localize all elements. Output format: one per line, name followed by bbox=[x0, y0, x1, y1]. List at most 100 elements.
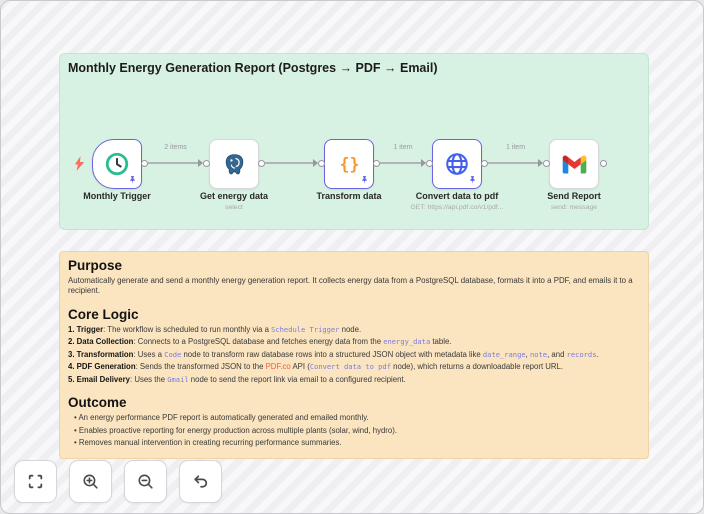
node-subtitle: GET: https://api.pdf.co/v1/pdf... bbox=[410, 204, 504, 211]
edge-connection: 2 items bbox=[141, 144, 210, 170]
list-item-text: Enables proactive reporting for energy p… bbox=[78, 425, 398, 435]
postgres-icon bbox=[222, 152, 247, 177]
workflow-title: Monthly Energy Generation Report (Postgr… bbox=[68, 61, 438, 75]
zoom-in-icon bbox=[81, 472, 100, 491]
section-heading-outcome: Outcome bbox=[68, 395, 127, 411]
inline-code: note bbox=[529, 349, 548, 359]
list-item-text: : Uses the bbox=[129, 374, 168, 384]
section-paragraph: Automatically generate and send a monthl… bbox=[68, 276, 633, 296]
list-item-text: node to send the report link via email t… bbox=[188, 374, 406, 384]
list-item-text: node. bbox=[339, 324, 362, 334]
pin-icon bbox=[360, 175, 369, 185]
list-item-text: . bbox=[596, 349, 599, 359]
section-list: An energy performance PDF report is auto… bbox=[68, 413, 640, 449]
output-connector-circle bbox=[373, 159, 380, 167]
pin-icon bbox=[128, 175, 137, 185]
node-label: Send Report bbox=[547, 191, 601, 201]
list-item: 3. Transformation: Uses a Code node to t… bbox=[68, 350, 640, 361]
output-connector-circle bbox=[258, 159, 265, 167]
edge-items-label: 1 item bbox=[505, 144, 526, 151]
zoom-in-button[interactable] bbox=[69, 460, 112, 503]
list-item: 2. Data Collection: Connects to a Postgr… bbox=[68, 337, 640, 348]
clock-icon bbox=[104, 151, 130, 177]
input-connector-circle bbox=[203, 159, 210, 167]
connection-arrowhead bbox=[313, 159, 318, 167]
zoom-out-icon bbox=[136, 472, 155, 491]
edge-items-label: 2 items bbox=[164, 144, 187, 151]
section-heading-purpose: Purpose bbox=[68, 258, 123, 273]
edge-connection bbox=[258, 156, 325, 170]
list-item-text: , bbox=[525, 349, 530, 359]
fit-view-button[interactable] bbox=[14, 460, 57, 503]
inline-code: Gmail bbox=[167, 374, 189, 384]
list-item-text: : Sends the transformed JSON to the bbox=[135, 362, 266, 372]
lightning-bolt-icon bbox=[74, 156, 85, 171]
output-connector-circle bbox=[481, 159, 488, 167]
undo-icon bbox=[191, 472, 210, 491]
edge-items-label: 1 item bbox=[393, 144, 413, 151]
list-item-text: : The workflow is scheduled to run month… bbox=[103, 324, 272, 334]
input-connector-circle bbox=[318, 159, 325, 167]
input-connector-circle bbox=[543, 159, 550, 167]
node-convert-data-to-pdf[interactable] bbox=[432, 139, 482, 189]
zoom-out-button[interactable] bbox=[124, 460, 167, 503]
list-item-text: node to transform raw database rows into… bbox=[181, 349, 483, 359]
node-label: Monthly Trigger bbox=[83, 191, 151, 201]
connection-arrowhead bbox=[198, 159, 203, 167]
node-subtitle: send: message bbox=[550, 204, 598, 211]
node-label: Transform data bbox=[316, 191, 382, 201]
list-item: 4. PDF Generation: Sends the transformed… bbox=[68, 362, 640, 373]
section-heading-core-logic: Core Logic bbox=[68, 306, 139, 322]
svg-text:{}: {} bbox=[339, 155, 359, 174]
workflow-sticky-panel[interactable]: Monthly Energy Generation Report (Postgr… bbox=[59, 53, 649, 230]
output-connector-circle bbox=[141, 159, 148, 167]
gmail-icon bbox=[561, 151, 588, 178]
canvas-toolbar bbox=[14, 460, 222, 503]
list-item-text: 1. Trigger bbox=[68, 324, 104, 334]
connection-line bbox=[380, 162, 421, 164]
list-item-text: table. bbox=[430, 337, 452, 347]
connection-arrowhead bbox=[538, 159, 543, 167]
list-item-text: : Connects to a PostgreSQL database and … bbox=[133, 337, 384, 347]
code-braces-icon: {} bbox=[337, 152, 362, 177]
connection-line bbox=[148, 162, 198, 164]
inline-code: energy_data bbox=[383, 337, 431, 347]
node-get-energy-data[interactable] bbox=[209, 139, 259, 189]
list-item: An energy performance PDF report is auto… bbox=[68, 413, 640, 424]
section-list: 1. Trigger: The workflow is scheduled to… bbox=[68, 325, 640, 386]
fit-view-icon bbox=[26, 472, 45, 491]
undo-button[interactable] bbox=[179, 460, 222, 503]
list-item: Removes manual intervention in creating … bbox=[68, 438, 640, 449]
connection-line bbox=[488, 162, 538, 164]
inline-code: Code bbox=[164, 349, 182, 359]
edge-connection: 1 item bbox=[481, 144, 550, 170]
list-item-text: 2. Data Collection bbox=[68, 337, 134, 347]
pdfco-link[interactable]: PDF.co bbox=[265, 362, 291, 372]
list-item-text: node), which returns a downloadable repo… bbox=[390, 362, 564, 372]
list-item-text: 4. PDF Generation bbox=[68, 362, 136, 372]
input-connector-circle bbox=[426, 159, 433, 167]
connection-line bbox=[265, 162, 313, 164]
pin-icon bbox=[468, 175, 477, 185]
node-transform-data[interactable]: {} bbox=[324, 139, 374, 189]
connection-arrowhead bbox=[421, 159, 426, 167]
node-label: Get energy data bbox=[199, 191, 269, 201]
list-item: 5. Email Delivery: Uses the Gmail node t… bbox=[68, 375, 640, 386]
inline-code: Schedule Trigger bbox=[271, 324, 340, 334]
inline-code: Convert data to pdf bbox=[309, 362, 391, 372]
list-item-text: Removes manual intervention in creating … bbox=[78, 438, 342, 448]
node-monthly-trigger[interactable] bbox=[92, 139, 142, 189]
edge-connection: 1 item bbox=[373, 144, 433, 170]
list-item-text: An energy performance PDF report is auto… bbox=[78, 413, 369, 423]
inline-code: date_range bbox=[482, 349, 526, 359]
node-label: Convert data to pdf bbox=[415, 191, 499, 201]
list-item-text: API ( bbox=[290, 362, 310, 372]
globe-icon bbox=[444, 151, 470, 177]
list-item-text: 5. Email Delivery bbox=[68, 374, 130, 384]
output-connector-circle bbox=[600, 160, 607, 167]
node-send-report[interactable] bbox=[549, 139, 599, 189]
list-item: 1. Trigger: The workflow is scheduled to… bbox=[68, 325, 640, 336]
